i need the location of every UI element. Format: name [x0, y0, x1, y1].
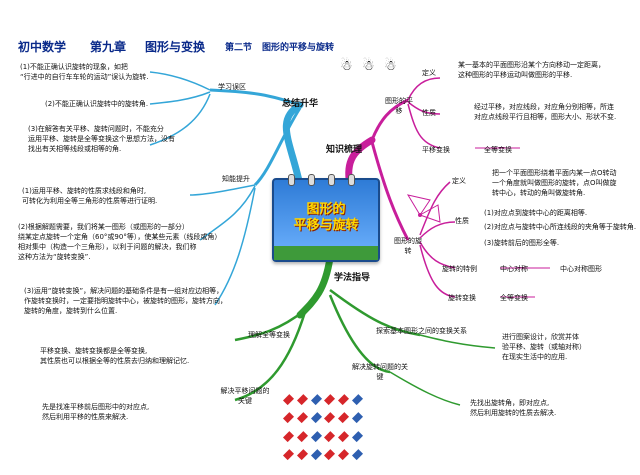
- rotation-definition-text: 把一个平面图形绕着平面内某一点O转动一个角度就叫做图形的旋转，点O叫做旋转中心，…: [492, 169, 617, 197]
- translation-definition-label: 定义: [422, 69, 436, 77]
- branch-summary-review: [209, 88, 301, 107]
- central-topic-title: 图形的 平移与旋转: [274, 202, 378, 234]
- explore-text: 进行图案设计，欣赏并体验平移、旋转（或轴对称）在现实生活中的应用.: [502, 333, 586, 361]
- branch-method-explore: [329, 288, 421, 337]
- summary-label: 总结升华: [282, 99, 319, 109]
- branch-summary-ability: [253, 107, 302, 187]
- translation-transform-label: 平移变换: [422, 146, 450, 154]
- review-item-2: (2)不能正确认识旋转中的旋转角.: [45, 100, 149, 108]
- ability-item-1: (1)运用平移、旋转的性质求线段和角时,可转化为利用全等三角形的性质等进行证明.: [22, 187, 158, 205]
- calendar-ring-icon: [308, 174, 315, 186]
- rotation-property-label: 性质: [455, 217, 469, 225]
- translation-transform-value: 全等变换: [484, 146, 512, 154]
- snowman-icon: ☃: [384, 58, 397, 74]
- translate-key-text: 先是找准平移前后图形中的对应点,然后利用平移的性质来解决.: [42, 403, 150, 421]
- translation-property-text: 经过平移，对应线段，对应角分别相等，所连对应点线段平行且相等，图形大小、形状不变…: [474, 103, 617, 121]
- header-section-title: 图形的平移与旋转: [262, 43, 335, 53]
- calendar-ring-icon: [328, 174, 335, 186]
- central-topic: 图形的 平移与旋转: [272, 174, 380, 262]
- ability-label: 知能提升: [222, 175, 250, 183]
- ability-item-2: (2)根据解题需要，我们将某一图形（或图形的一部分）绕某定点旋转一个定角（60°…: [18, 223, 222, 261]
- explore-label: 探索基本图形之间的变换关系: [376, 327, 467, 335]
- calendar-ring-icon: [288, 174, 295, 186]
- snowman-icon: ☃: [340, 58, 353, 74]
- translation-property-label: 性质: [422, 109, 436, 117]
- branch-method-congruent: [234, 309, 306, 342]
- congruent-label: 理解全等变换: [248, 331, 290, 339]
- rotate-key-text: 先找出旋转角，即对应点,然后利用旋转的性质去解决.: [470, 399, 557, 417]
- rotation-transform-value: 全等变换: [500, 294, 528, 302]
- rotation-label: 图形的旋转: [394, 237, 422, 255]
- review-label: 学习误区: [218, 83, 246, 91]
- rotation-property-item-3: (3)旋转前后的图形全等.: [484, 239, 560, 247]
- knowledge-label: 知识梳理: [326, 145, 363, 155]
- header-subject: 初中数学: [18, 40, 67, 54]
- pinwheel-pattern-decoration: [282, 392, 364, 462]
- rotation-sketch: [406, 194, 441, 223]
- grass-decoration: [274, 246, 378, 260]
- central-topic-line1: 图形的: [306, 202, 346, 217]
- snowman-icon: ☃: [362, 58, 375, 74]
- header-chapter: 第九章: [90, 40, 127, 54]
- branch-knowledge-translation: [370, 98, 409, 141]
- ability-item-3: (3)运用“旋转变换”，解决问题的基础条件是有一组对应边相等，作旋转变换时，一定…: [24, 287, 227, 315]
- branch-method-translate: [234, 311, 307, 402]
- method-label: 学法指导: [334, 273, 371, 283]
- review-item-1: (1)不能正确认识旋转的现象，如把“行进中的自行车车轮的运动”误认为旋转.: [20, 63, 149, 81]
- branch-knowledge-rotation: [370, 141, 410, 241]
- translation-label: 图形的平移: [385, 97, 413, 115]
- rotation-special-label: 旋转的特例: [442, 265, 477, 273]
- rotation-property-item-2: (2)对应点与旋转中心所连线段的夹角等于旋转角.: [484, 223, 637, 231]
- rotation-definition-label: 定义: [452, 177, 466, 185]
- branch-method-main: [296, 254, 334, 319]
- central-topic-line2: 平移与旋转: [293, 218, 359, 233]
- review-item-3: (3)在解答有关平移、旋转问题时，不能充分运用平移、旋转是全等变换这个思想方法，…: [28, 125, 175, 153]
- rotation-property-item-1: (1)对应点到旋转中心的距离相等.: [484, 209, 588, 217]
- rotate-key-label: 解决旋转问题的关键: [352, 363, 408, 381]
- translation-definition-text: 某一基本的平面图形沿某个方向移动一定距离，这种图形的平移运动叫做图形的平移.: [458, 61, 605, 79]
- translate-key-label: 解决平移问题的关键: [220, 387, 270, 405]
- rotation-special-leaf: 中心对称图形: [560, 265, 602, 273]
- rotation-special-value: 中心对称: [500, 265, 528, 273]
- header-section: 第二节: [225, 43, 253, 53]
- header-chapter-title: 图形与变换: [145, 40, 206, 54]
- rotation-transform-label: 旋转变换: [448, 294, 476, 302]
- calendar-ring-icon: [348, 174, 355, 186]
- congruent-text: 平移变换、旋转变换都是全等变换,其性质也可以根据全等的性质去归纳和理解记忆.: [40, 347, 190, 365]
- branch-method-rotate: [328, 294, 391, 374]
